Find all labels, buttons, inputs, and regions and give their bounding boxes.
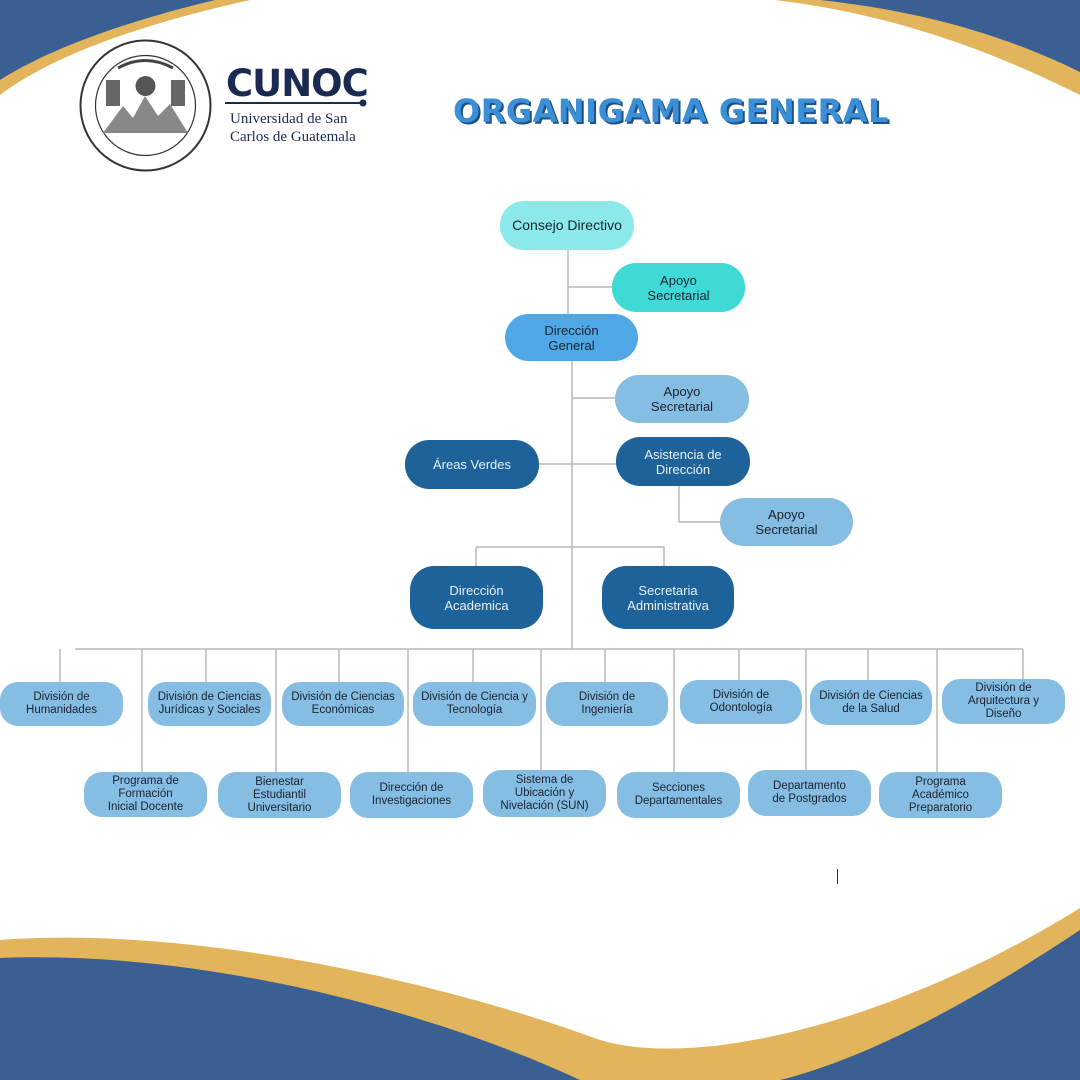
node-direccion-academica: Dirección Academica — [410, 566, 543, 629]
node-division-ciencia-tecnologia: División de Ciencia y Tecnología — [413, 682, 536, 726]
node-bienestar-estudiantil: Bienestar Estudiantil Universitario — [218, 772, 341, 818]
node-departamento-postgrados: Departamento de Postgrados — [748, 770, 871, 816]
bottom-right-navy-band — [780, 930, 1080, 1080]
node-consejo-directivo: Consejo Directivo — [500, 201, 634, 250]
text-cursor-mark — [837, 869, 838, 884]
node-apoyo-secretarial-consejo: Apoyo Secretarial — [612, 263, 745, 312]
brand-name: CUNOC — [226, 62, 369, 105]
node-secretaria-administrativa: Secretaria Administrativa — [602, 566, 734, 629]
node-apoyo-secretarial-direccion: Apoyo Secretarial — [615, 375, 749, 423]
node-secciones-departamentales: Secciones Departamentales — [617, 772, 740, 818]
brand-underline — [225, 99, 367, 107]
node-programa-academico-preparatorio: Programa Académico Preparatorio — [879, 772, 1002, 818]
top-left-navy-corner — [0, 0, 215, 80]
brand-subtitle: Universidad de San Carlos de Guatemala — [230, 111, 356, 145]
top-right-navy-corner — [820, 0, 1080, 72]
bottom-navy-band — [0, 957, 580, 1080]
node-programa-formacion-docente: Programa de Formación Inicial Docente — [84, 772, 207, 817]
node-sistema-ubicacion-nivelacion: Sistema de Ubicación y Nivelación (SUN) — [483, 770, 606, 817]
node-division-arquitectura-diseno: División de Arquitectura y Diseño — [942, 679, 1065, 724]
page-title: ORGANIGAMA GENERAL — [453, 92, 889, 130]
university-seal-logo — [79, 39, 212, 172]
node-division-ciencias-salud: División de Ciencias de la Salud — [810, 680, 932, 725]
node-division-economicas: División de Ciencias Económicas — [282, 682, 404, 726]
node-division-odontologia: División de Odontología — [680, 680, 802, 724]
node-direccion-investigaciones: Dirección de Investigaciones — [350, 772, 473, 818]
node-division-ingenieria: División de Ingeniería — [546, 682, 668, 726]
node-division-juridicas-sociales: División de Ciencias Jurídicas y Sociale… — [148, 682, 271, 726]
node-division-humanidades: División de Humanidades — [0, 682, 123, 726]
node-direccion-general: Dirección General — [505, 314, 638, 361]
node-areas-verdes: Áreas Verdes — [405, 440, 539, 489]
node-apoyo-secretarial-asistencia: Apoyo Secretarial — [720, 498, 853, 546]
node-asistencia-direccion: Asistencia de Dirección — [616, 437, 750, 486]
